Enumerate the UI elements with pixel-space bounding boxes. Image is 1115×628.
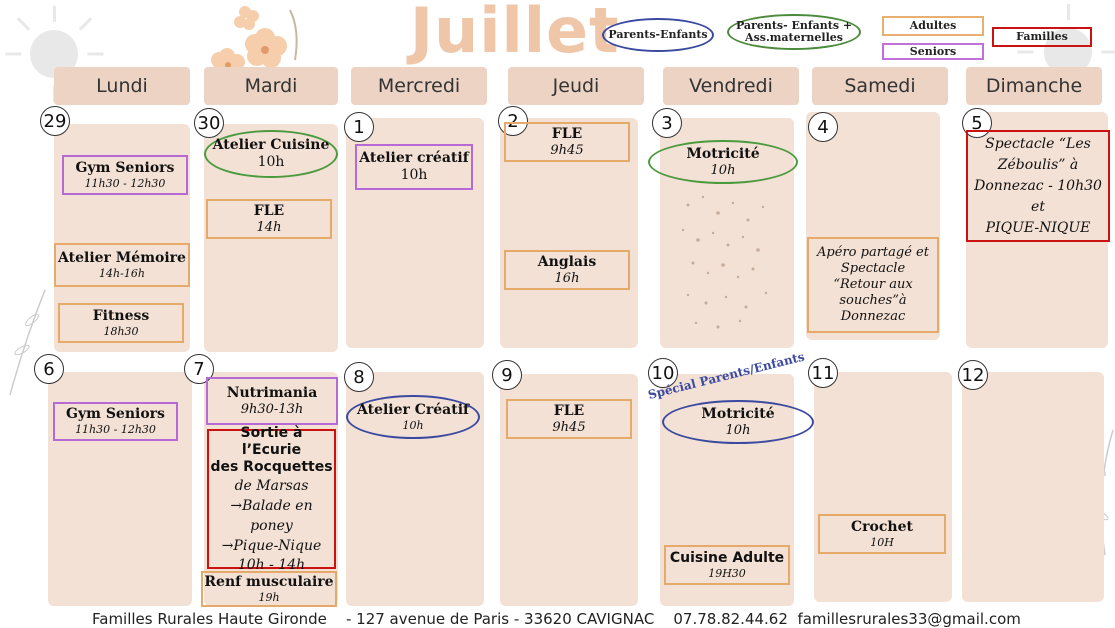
date-number: 8 xyxy=(344,362,374,392)
branch-decoration-left xyxy=(9,289,46,396)
day-header-lundi: Lundi xyxy=(54,67,190,105)
date-number: 1 xyxy=(344,112,374,142)
event-apero-spectacle: Apéro partagé et Spectacle “Retour aux s… xyxy=(807,237,939,333)
day-cell xyxy=(806,112,940,340)
day-cell xyxy=(346,118,484,348)
dot-pattern-decoration xyxy=(681,195,768,329)
event-atelier-creatif: Atelier Créatif 10h xyxy=(346,395,480,439)
event-fle: FLE 9h45 xyxy=(504,122,630,162)
event-nutrimania: Nutrimania 9h30-13h xyxy=(206,377,338,425)
date-number: 12 xyxy=(958,360,988,390)
date-number: 11 xyxy=(808,358,838,388)
day-cell xyxy=(814,372,952,602)
event-spectacle-zeboulis: Spectacle “Les Zéboulis” à Donnezac - 10… xyxy=(966,130,1110,242)
event-fitness: Fitness 18h30 xyxy=(58,303,184,343)
footer-address: - 127 avenue de Paris - 33620 CAVIGNAC xyxy=(345,610,655,628)
month-title: Juillet xyxy=(410,0,620,67)
day-header-vendredi: Vendredi xyxy=(663,67,799,105)
day-cell xyxy=(54,124,190,352)
event-atelier-cuisine: Atelier Cuisine 10h xyxy=(204,130,338,178)
date-number: 10 xyxy=(648,358,678,388)
footer-contact: Familles Rurales Haute Gironde - 127 ave… xyxy=(0,610,1115,628)
day-header-jeudi: Jeudi xyxy=(508,67,644,105)
date-number: 4 xyxy=(808,112,838,142)
legend-familles: Familles xyxy=(992,27,1092,47)
day-header-dimanche: Dimanche xyxy=(966,67,1102,105)
footer-phone: 07.78.82.44.62 xyxy=(673,610,788,628)
legend-parents-enfants: Parents-Enfants xyxy=(602,18,714,52)
event-fle: FLE 14h xyxy=(206,199,332,239)
event-gym-seniors: Gym Seniors 11h30 - 12h30 xyxy=(62,155,188,195)
event-anglais: Anglais 16h xyxy=(504,250,630,290)
day-cell xyxy=(500,118,638,348)
date-number: 2 xyxy=(498,106,528,136)
day-cell xyxy=(962,372,1104,602)
day-header-samedi: Samedi xyxy=(812,67,948,105)
event-crochet: Crochet 10H xyxy=(818,514,946,554)
day-header-mercredi: Mercredi xyxy=(351,67,487,105)
event-sortie-ecurie: Sortie à l’Ecurie des Rocquettes de Mars… xyxy=(207,425,336,573)
footer-org: Familles Rurales Haute Gironde xyxy=(92,610,327,628)
event-gym-seniors: Gym Seniors 11h30 - 12h30 xyxy=(53,402,178,441)
event-atelier-memoire: Atelier Mémoire 14h-16h xyxy=(54,243,190,287)
day-cell xyxy=(500,374,638,606)
legend-adultes: Adultes xyxy=(882,16,984,36)
event-fle: FLE 9h45 xyxy=(506,399,632,439)
date-number: 30 xyxy=(194,108,224,138)
date-number: 6 xyxy=(34,354,64,384)
day-header-mardi: Mardi xyxy=(204,67,338,105)
legend-seniors: Seniors xyxy=(882,43,984,60)
event-cuisine-adulte: Cuisine Adulte 19H30 xyxy=(664,545,790,585)
date-number: 3 xyxy=(652,108,682,138)
day-cell xyxy=(966,112,1108,348)
legend-parents-enfants-ass: Parents- Enfants + Ass.maternelles xyxy=(727,14,861,50)
day-cell xyxy=(48,372,192,606)
event-atelier-creatif: Atelier créatif 10h xyxy=(355,144,473,190)
date-number: 9 xyxy=(492,360,522,390)
event-motricite: Motricité 10h xyxy=(662,400,814,444)
footer-email: famillesrurales33@gmail.com xyxy=(797,610,1021,628)
event-motricite: Motricité 10h xyxy=(648,140,798,184)
date-number: 7 xyxy=(184,354,214,384)
event-renf-musculaire: Renf musculaire 19h xyxy=(201,571,337,607)
date-number: 29 xyxy=(40,106,70,136)
